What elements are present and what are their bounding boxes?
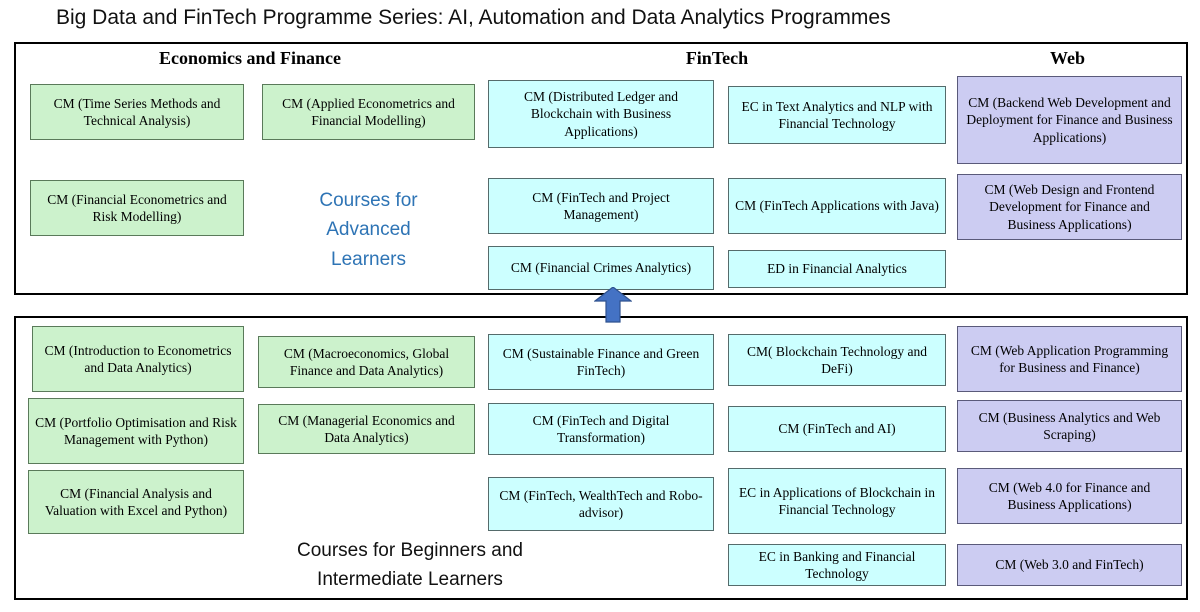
course-fintech-digital-transformation: CM (FinTech and Digital Transformation) (488, 403, 714, 455)
beginners-label: Courses for Beginners and Intermediate L… (296, 540, 523, 591)
course-financial-analysis-excel: CM (Financial Analysis and Valuation wit… (28, 470, 244, 534)
course-banking-financial-technology: EC in Banking and Financial Technology (728, 544, 946, 586)
course-web-application-programming: CM (Web Application Programming for Busi… (957, 326, 1182, 392)
course-text-analytics-nlp: EC in Text Analytics and NLP with Financ… (728, 86, 946, 144)
column-header-economics: Economics and Finance (158, 48, 341, 68)
course-blockchain-defi: CM( Blockchain Technology and DeFi) (728, 334, 946, 386)
course-time-series-methods: CM (Time Series Methods and Technical An… (30, 84, 244, 140)
course-wealthtech-roboadvisor: CM (FinTech, WealthTech and Robo-advisor… (488, 477, 714, 531)
course-web-design-frontend: CM (Web Design and Frontend Development … (957, 174, 1182, 240)
course-backend-web-development: CM (Backend Web Development and Deployme… (957, 76, 1182, 164)
course-fintech-ai: CM (FinTech and AI) (728, 406, 946, 452)
course-blockchain-applications: EC in Applications of Blockchain in Fina… (728, 468, 946, 534)
course-financial-crimes-analytics: CM (Financial Crimes Analytics) (488, 246, 714, 290)
course-macroeconomics-global-finance: CM (Macroeconomics, Global Finance and D… (258, 336, 475, 388)
course-fintech-java: CM (FinTech Applications with Java) (728, 178, 946, 234)
course-sustainable-finance: CM (Sustainable Finance and Green FinTec… (488, 334, 714, 390)
course-fintech-project-management: CM (FinTech and Project Management) (488, 178, 714, 234)
course-web-4-0: CM (Web 4.0 for Finance and Business App… (957, 468, 1182, 524)
course-financial-econometrics: CM (Financial Econometrics and Risk Mode… (30, 180, 244, 236)
course-web-3-0: CM (Web 3.0 and FinTech) (957, 544, 1182, 586)
course-intro-econometrics: CM (Introduction to Econometrics and Dat… (32, 326, 244, 392)
course-distributed-ledger: CM (Distributed Ledger and Blockchain wi… (488, 80, 714, 148)
column-header-fintech: FinTech (685, 48, 749, 68)
course-managerial-economics: CM (Managerial Economics and Data Analyt… (258, 404, 475, 454)
course-applied-econometrics: CM (Applied Econometrics and Financial M… (262, 84, 475, 140)
page-title: Big Data and FinTech Programme Series: A… (56, 6, 891, 29)
course-business-analytics-scraping: CM (Business Analytics and Web Scraping) (957, 400, 1182, 452)
up-arrow-icon (593, 286, 633, 328)
course-ed-financial-analytics: ED in Financial Analytics (728, 250, 946, 288)
column-header-web: Web (1049, 48, 1085, 68)
advanced-learners-label: Courses for Advanced Learners (319, 190, 418, 270)
course-portfolio-optimisation: CM (Portfolio Optimisation and Risk Mana… (28, 398, 244, 464)
